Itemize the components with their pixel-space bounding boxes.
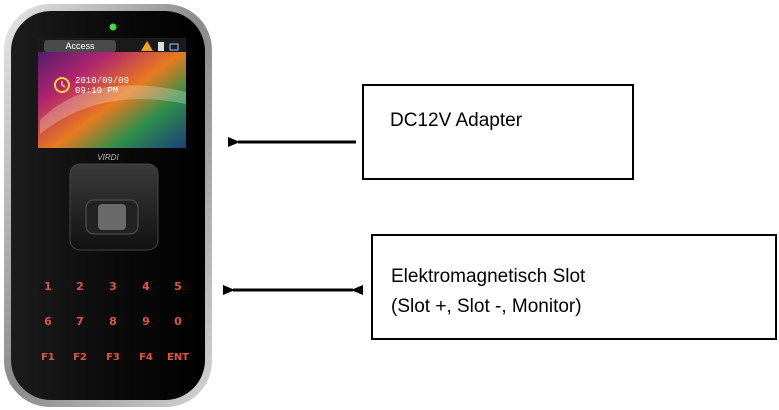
keypad-key-f3[interactable]: F3 bbox=[106, 352, 120, 363]
screen-swirl bbox=[40, 85, 186, 134]
keypad-key-5[interactable]: 5 bbox=[174, 280, 182, 293]
fingerprint-terminal: Access 2010/09/09 09:10 PM VIRDI 1 2 3 4 5 6 7… bbox=[4, 4, 212, 407]
keypad-key-ent[interactable]: ENT bbox=[167, 352, 189, 363]
warning-icon bbox=[141, 41, 153, 51]
adapter-callout-box: DC12V Adapter bbox=[362, 84, 634, 180]
screen-tab bbox=[44, 40, 116, 52]
keypad-key-4[interactable]: 4 bbox=[142, 280, 150, 293]
brand-logo: VIRDI bbox=[97, 153, 119, 162]
keypad-key-9[interactable]: 9 bbox=[142, 315, 150, 328]
keypad: 1 2 3 4 5 6 7 8 9 0F1 F2 F3 F4 ENT bbox=[41, 280, 189, 363]
keypad-key-7[interactable]: 7 bbox=[76, 315, 84, 328]
device-screen: Access 2010/09/09 09:10 PM bbox=[38, 38, 186, 148]
keypad-key-2[interactable]: 2 bbox=[76, 280, 84, 293]
slot-callout-line1: Elektromagnetisch Slot bbox=[391, 266, 586, 287]
fingerprint-sensor bbox=[69, 163, 159, 251]
keypad-key-1[interactable]: 1 bbox=[44, 280, 52, 293]
screen-time: 09:10 PM bbox=[75, 86, 118, 96]
clock-hands bbox=[61, 81, 66, 88]
sensor-pad bbox=[98, 204, 126, 230]
keypad-key-f4[interactable]: F4 bbox=[139, 352, 153, 363]
adapter-callout-label: DC12V Adapter bbox=[390, 110, 523, 131]
keypad-key-f1[interactable]: F1 bbox=[41, 352, 55, 363]
status-led bbox=[109, 23, 117, 31]
keypad-key-f2[interactable]: F2 bbox=[73, 352, 87, 363]
keypad-key-8[interactable]: 8 bbox=[109, 315, 117, 328]
network-icon bbox=[169, 43, 179, 51]
battery-icon bbox=[158, 42, 164, 51]
slot-callout-line2: (Slot +, Slot -, Monitor) bbox=[391, 296, 582, 317]
screen-tab-label: Access bbox=[65, 41, 95, 51]
screen-date: 2010/09/09 bbox=[75, 76, 129, 86]
keypad-key-6[interactable]: 6 bbox=[44, 315, 52, 328]
keypad-key-0[interactable]: 0 bbox=[174, 315, 182, 328]
clock-icon bbox=[54, 77, 70, 93]
screen-display bbox=[38, 38, 186, 148]
keypad-key-3[interactable]: 3 bbox=[109, 280, 117, 293]
slot-callout-box: Elektromagnetisch Slot (Slot +, Slot -, … bbox=[371, 234, 777, 340]
